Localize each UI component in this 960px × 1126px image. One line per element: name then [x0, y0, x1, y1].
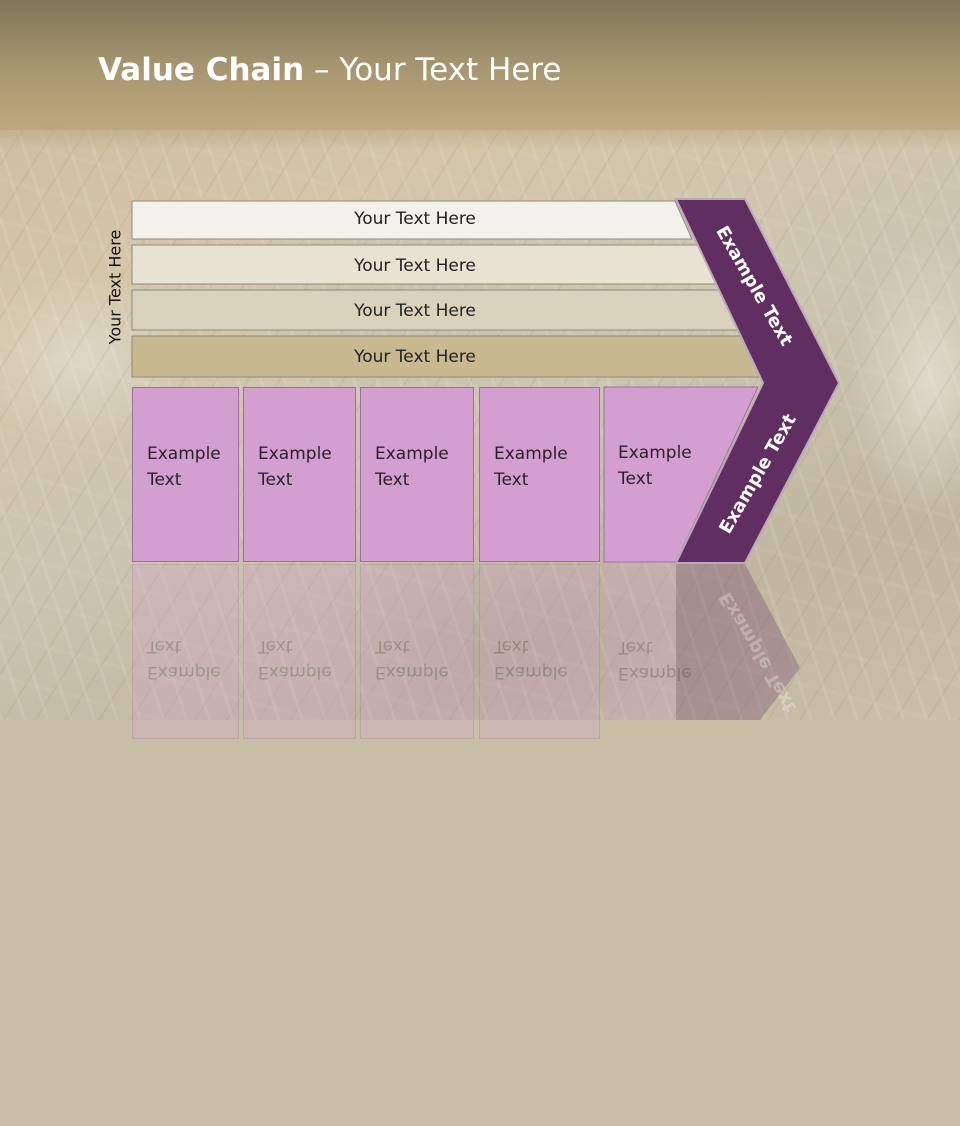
reflection-arrow-shape — [676, 564, 800, 720]
support-band-3-label: Your Text Here — [354, 301, 476, 321]
title-rest: – Your Text Here — [304, 52, 562, 88]
support-band-2-label: Your Text Here — [354, 256, 476, 276]
primary-activity-2: Example Text — [243, 387, 356, 562]
reflection-shapes — [604, 564, 800, 720]
margin-arrow-shape — [674, 198, 841, 564]
support-band-1-shape — [131, 200, 693, 240]
primary-activity-1: Example Text — [132, 387, 239, 562]
reflection-activity-5-shape — [604, 564, 750, 720]
primary-activity-4: Example Text — [479, 387, 600, 562]
primary-activity-3-label: Example Text — [375, 444, 449, 490]
support-band-4-label: Your Text Here — [354, 347, 476, 367]
primary-activity-5-label: Example Text — [618, 443, 692, 489]
title-bold: Value Chain — [98, 52, 305, 88]
slide-title: Value Chain – Your Text Here — [98, 52, 561, 88]
primary-activity-2-label: Example Text — [258, 444, 332, 490]
value-chain-diagram — [131, 198, 841, 720]
title-bar — [0, 0, 960, 150]
support-band-1-label: Your Text Here — [354, 209, 476, 229]
primary-activity-3: Example Text — [360, 387, 474, 562]
primary-activity-4-label: Example Text — [494, 444, 568, 490]
primary-activity-1-label: Example Text — [147, 444, 221, 490]
